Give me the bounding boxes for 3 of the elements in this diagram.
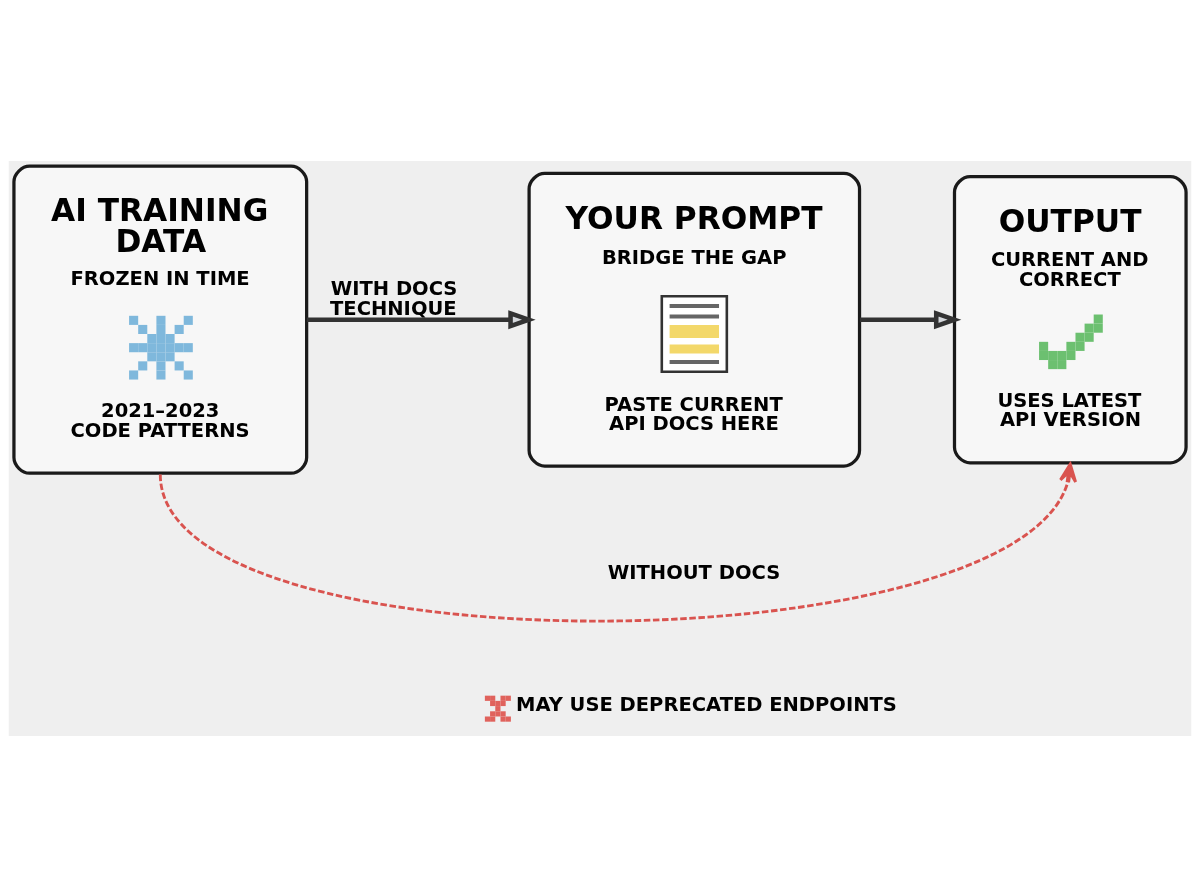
label: MAY USE DEPRECATED ENDPOINTS	[516, 692, 897, 716]
edge-label: WITH DOCS TECHNIQUE	[330, 276, 458, 320]
edge-label: WITHOUT DOCS	[607, 560, 781, 584]
